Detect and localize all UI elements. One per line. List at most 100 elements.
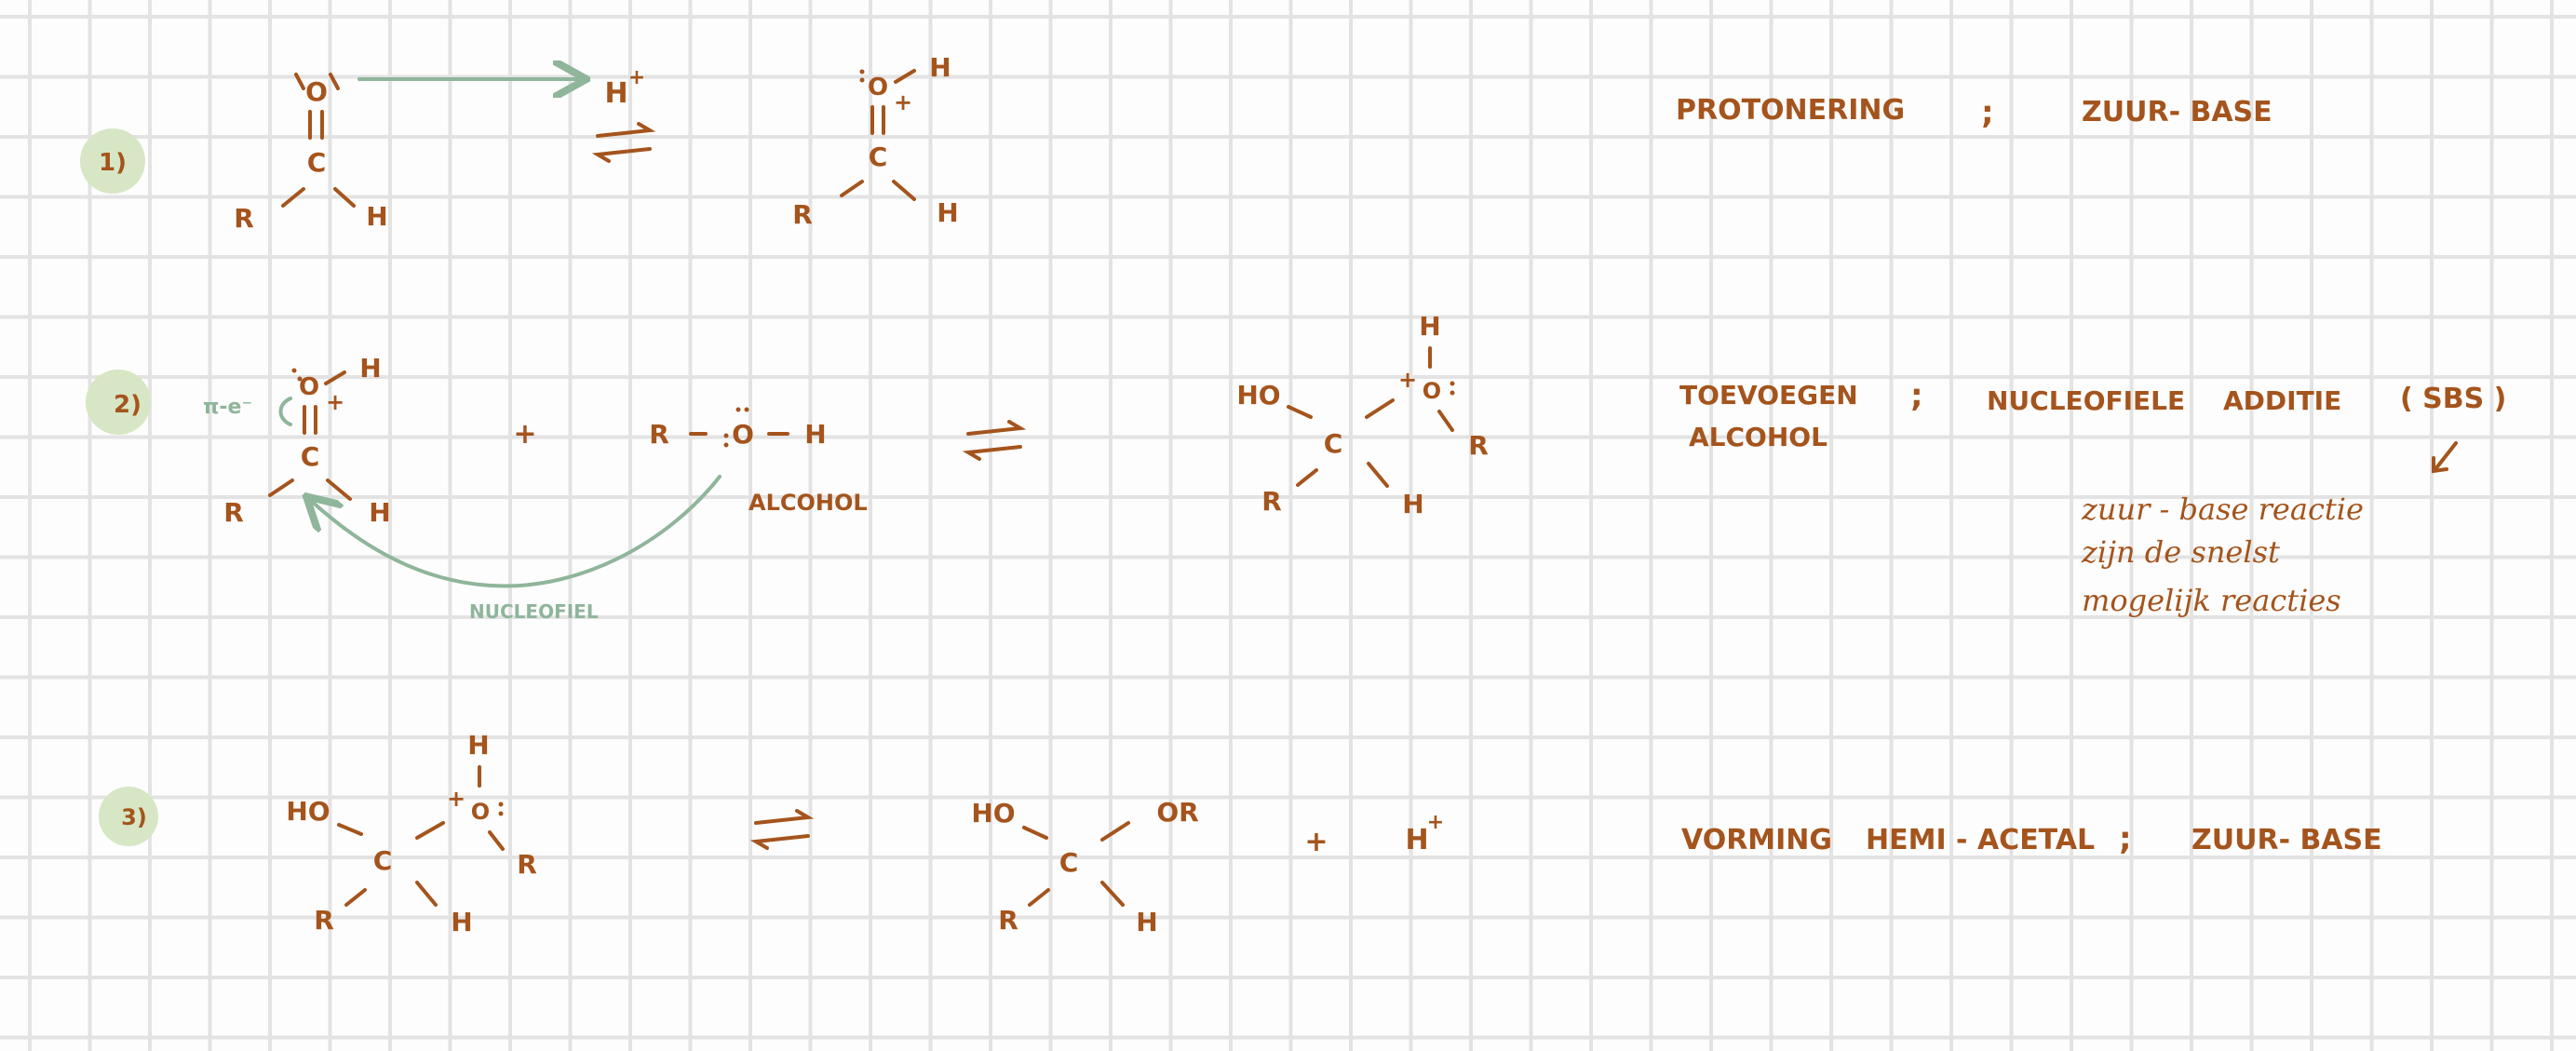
- bond: [415, 821, 445, 840]
- step-number: 2): [114, 391, 142, 419]
- proton: H: [604, 77, 627, 110]
- r-group: R: [792, 199, 813, 230]
- charge: +: [326, 389, 344, 415]
- plus-sign: +: [513, 418, 536, 451]
- step-label: ALCOHOL: [1689, 422, 1827, 452]
- protonated-aldehyde: O H + C R H: [792, 52, 959, 230]
- hydroxyl-group: HO: [971, 798, 1015, 829]
- side-note: zijn de snelst: [2081, 534, 2280, 570]
- aldehyde-reactant: O C R H: [234, 73, 388, 234]
- hydrogen-atom: H: [359, 353, 381, 384]
- r-group: R: [314, 905, 334, 936]
- carbon-atom: C: [1059, 847, 1079, 878]
- bond: [337, 823, 363, 836]
- bond: [333, 187, 356, 208]
- hydrogen-atom: H: [1419, 311, 1440, 342]
- side-note: zuur - base reactie: [2081, 492, 2364, 527]
- equilibrium-arrow: [591, 122, 656, 163]
- hydrogen-atom: H: [804, 419, 826, 450]
- step-2: 2) π-e⁻ O H + C R H + R O: [86, 311, 2506, 623]
- bond: [344, 888, 367, 907]
- charge: +: [1398, 367, 1417, 393]
- oxygen-atom: O: [868, 74, 888, 101]
- alcohol-label: ALCOHOL: [749, 490, 868, 516]
- reaction-type: ADDITIE: [2223, 385, 2341, 416]
- step-label: PROTONERING: [1676, 94, 1905, 127]
- hydrogen-atom: H: [1402, 489, 1423, 519]
- hemiacetal-product: HO C OR R H: [971, 797, 1198, 937]
- reaction-type: ZUUR- BASE: [2192, 824, 2382, 856]
- hydroxyl-group: HO: [1236, 380, 1280, 411]
- oxonium-intermediate: HO C + O H R R H: [1236, 311, 1488, 519]
- oxygen-atom: O: [1423, 378, 1441, 404]
- hydroxyl-group: HO: [286, 796, 330, 827]
- hydrogen-atom: H: [369, 497, 390, 528]
- bond: [1100, 881, 1125, 907]
- carbon-atom: C: [869, 141, 888, 172]
- r-group: R: [1261, 486, 1282, 517]
- separator: ;: [1910, 377, 1923, 414]
- note-arrowhead: [2432, 456, 2448, 474]
- charge: +: [894, 89, 912, 115]
- hydrogen-atom: H: [937, 197, 958, 228]
- step-number-badge: [86, 370, 151, 435]
- note-arrow: [2434, 441, 2458, 471]
- charge: +: [1427, 811, 1444, 834]
- equilibrium-arrow: [962, 420, 1027, 461]
- alkoxy-group: OR: [1156, 797, 1198, 828]
- step-label: HEMI - ACETAL: [1866, 824, 2095, 856]
- plus-sign: +: [1304, 826, 1328, 858]
- bond: [1367, 462, 1389, 488]
- carbon-atom: C: [1324, 428, 1343, 459]
- protonated-aldehyde: O H + C R H: [223, 353, 391, 528]
- r-group: R: [234, 203, 254, 234]
- pi-electron-label: π-e⁻: [203, 396, 252, 419]
- bond: [1100, 821, 1130, 842]
- oxygen-atom: O: [299, 373, 319, 401]
- step-label: VORMING: [1681, 824, 1832, 856]
- oxygen-atom: O: [305, 76, 328, 107]
- step-3: 3) HO C + O H R R H HO C: [99, 730, 2382, 937]
- step-1: 1) O C R H H + O H +: [80, 52, 2273, 234]
- step-number-badge: [80, 128, 145, 194]
- pi-electron-arrow: [278, 397, 292, 426]
- bond: [281, 187, 305, 208]
- carbon-atom: C: [307, 147, 327, 178]
- oxygen-atom: O: [471, 799, 490, 825]
- hydrogen-atom: H: [366, 201, 387, 232]
- bond: [488, 830, 505, 851]
- r-group: R: [223, 497, 244, 528]
- bond: [894, 69, 916, 84]
- bond: [415, 881, 438, 907]
- bond: [268, 478, 294, 497]
- charge: +: [628, 66, 645, 89]
- nucleophile-attack-arrow: [309, 475, 722, 588]
- hydrogen-atom: H: [451, 907, 472, 937]
- carbon-atom: C: [301, 441, 320, 472]
- bond: [326, 478, 352, 501]
- r-group: R: [517, 849, 537, 880]
- hydrogen-atom: H: [467, 730, 489, 761]
- step-label: TOEVOEGEN: [1679, 380, 1858, 411]
- reaction-type: ZUUR- BASE: [2082, 96, 2273, 128]
- bond: [1365, 398, 1395, 419]
- nucleophile-label: NUCLEOFIEL: [469, 600, 599, 623]
- equilibrium-arrow: [749, 809, 815, 850]
- alcohol-molecule: R O H: [649, 407, 827, 450]
- r-group: R: [1468, 430, 1489, 461]
- bond: [840, 180, 864, 197]
- step-number-badge: [99, 787, 158, 846]
- step-number: 3): [121, 804, 147, 830]
- step-number: 1): [99, 149, 127, 177]
- r-group: R: [649, 419, 669, 450]
- oxygen-atom: O: [732, 419, 754, 450]
- bond: [1437, 410, 1454, 432]
- side-note: mogelijk reacties: [2082, 583, 2341, 618]
- oxonium-intermediate: HO C + O H R R H: [286, 730, 536, 937]
- separator: ;: [1981, 94, 1994, 131]
- bond: [1296, 468, 1318, 487]
- bond: [892, 180, 916, 201]
- proton: H: [1405, 824, 1428, 856]
- separator: ;: [2119, 820, 2132, 857]
